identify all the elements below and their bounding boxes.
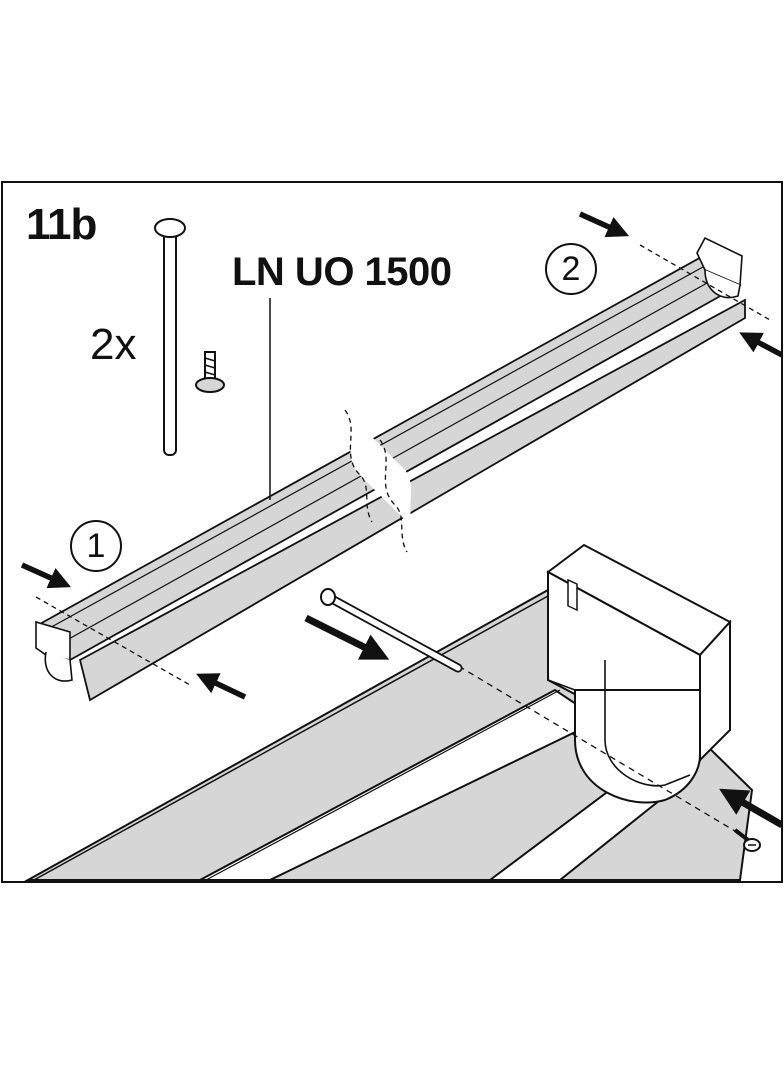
detail-screw [733, 828, 761, 852]
model-label: LN UO 1500 [232, 250, 452, 294]
screw-icon [195, 351, 225, 393]
step-title: 11b [26, 200, 97, 249]
luminaire-overview [35, 236, 746, 702]
arrow-right-bottom [739, 332, 782, 358]
detail-luminaire [24, 543, 754, 881]
arrow-left-bottom [196, 673, 247, 700]
callout-2: 2 [545, 243, 597, 295]
guide-line-left [35, 596, 191, 686]
guide-line-right [639, 244, 771, 321]
assembly-guide-line [439, 654, 751, 841]
insert-screw-arrow [719, 788, 782, 829]
arrow-right-top [578, 211, 630, 238]
arrow-left-top [20, 562, 72, 589]
quantity-label: 2x [90, 320, 137, 369]
insert-pin-arrow [304, 614, 390, 660]
pin-icon [154, 218, 186, 456]
callout-1: 1 [70, 520, 122, 572]
detail-pin [320, 588, 463, 673]
